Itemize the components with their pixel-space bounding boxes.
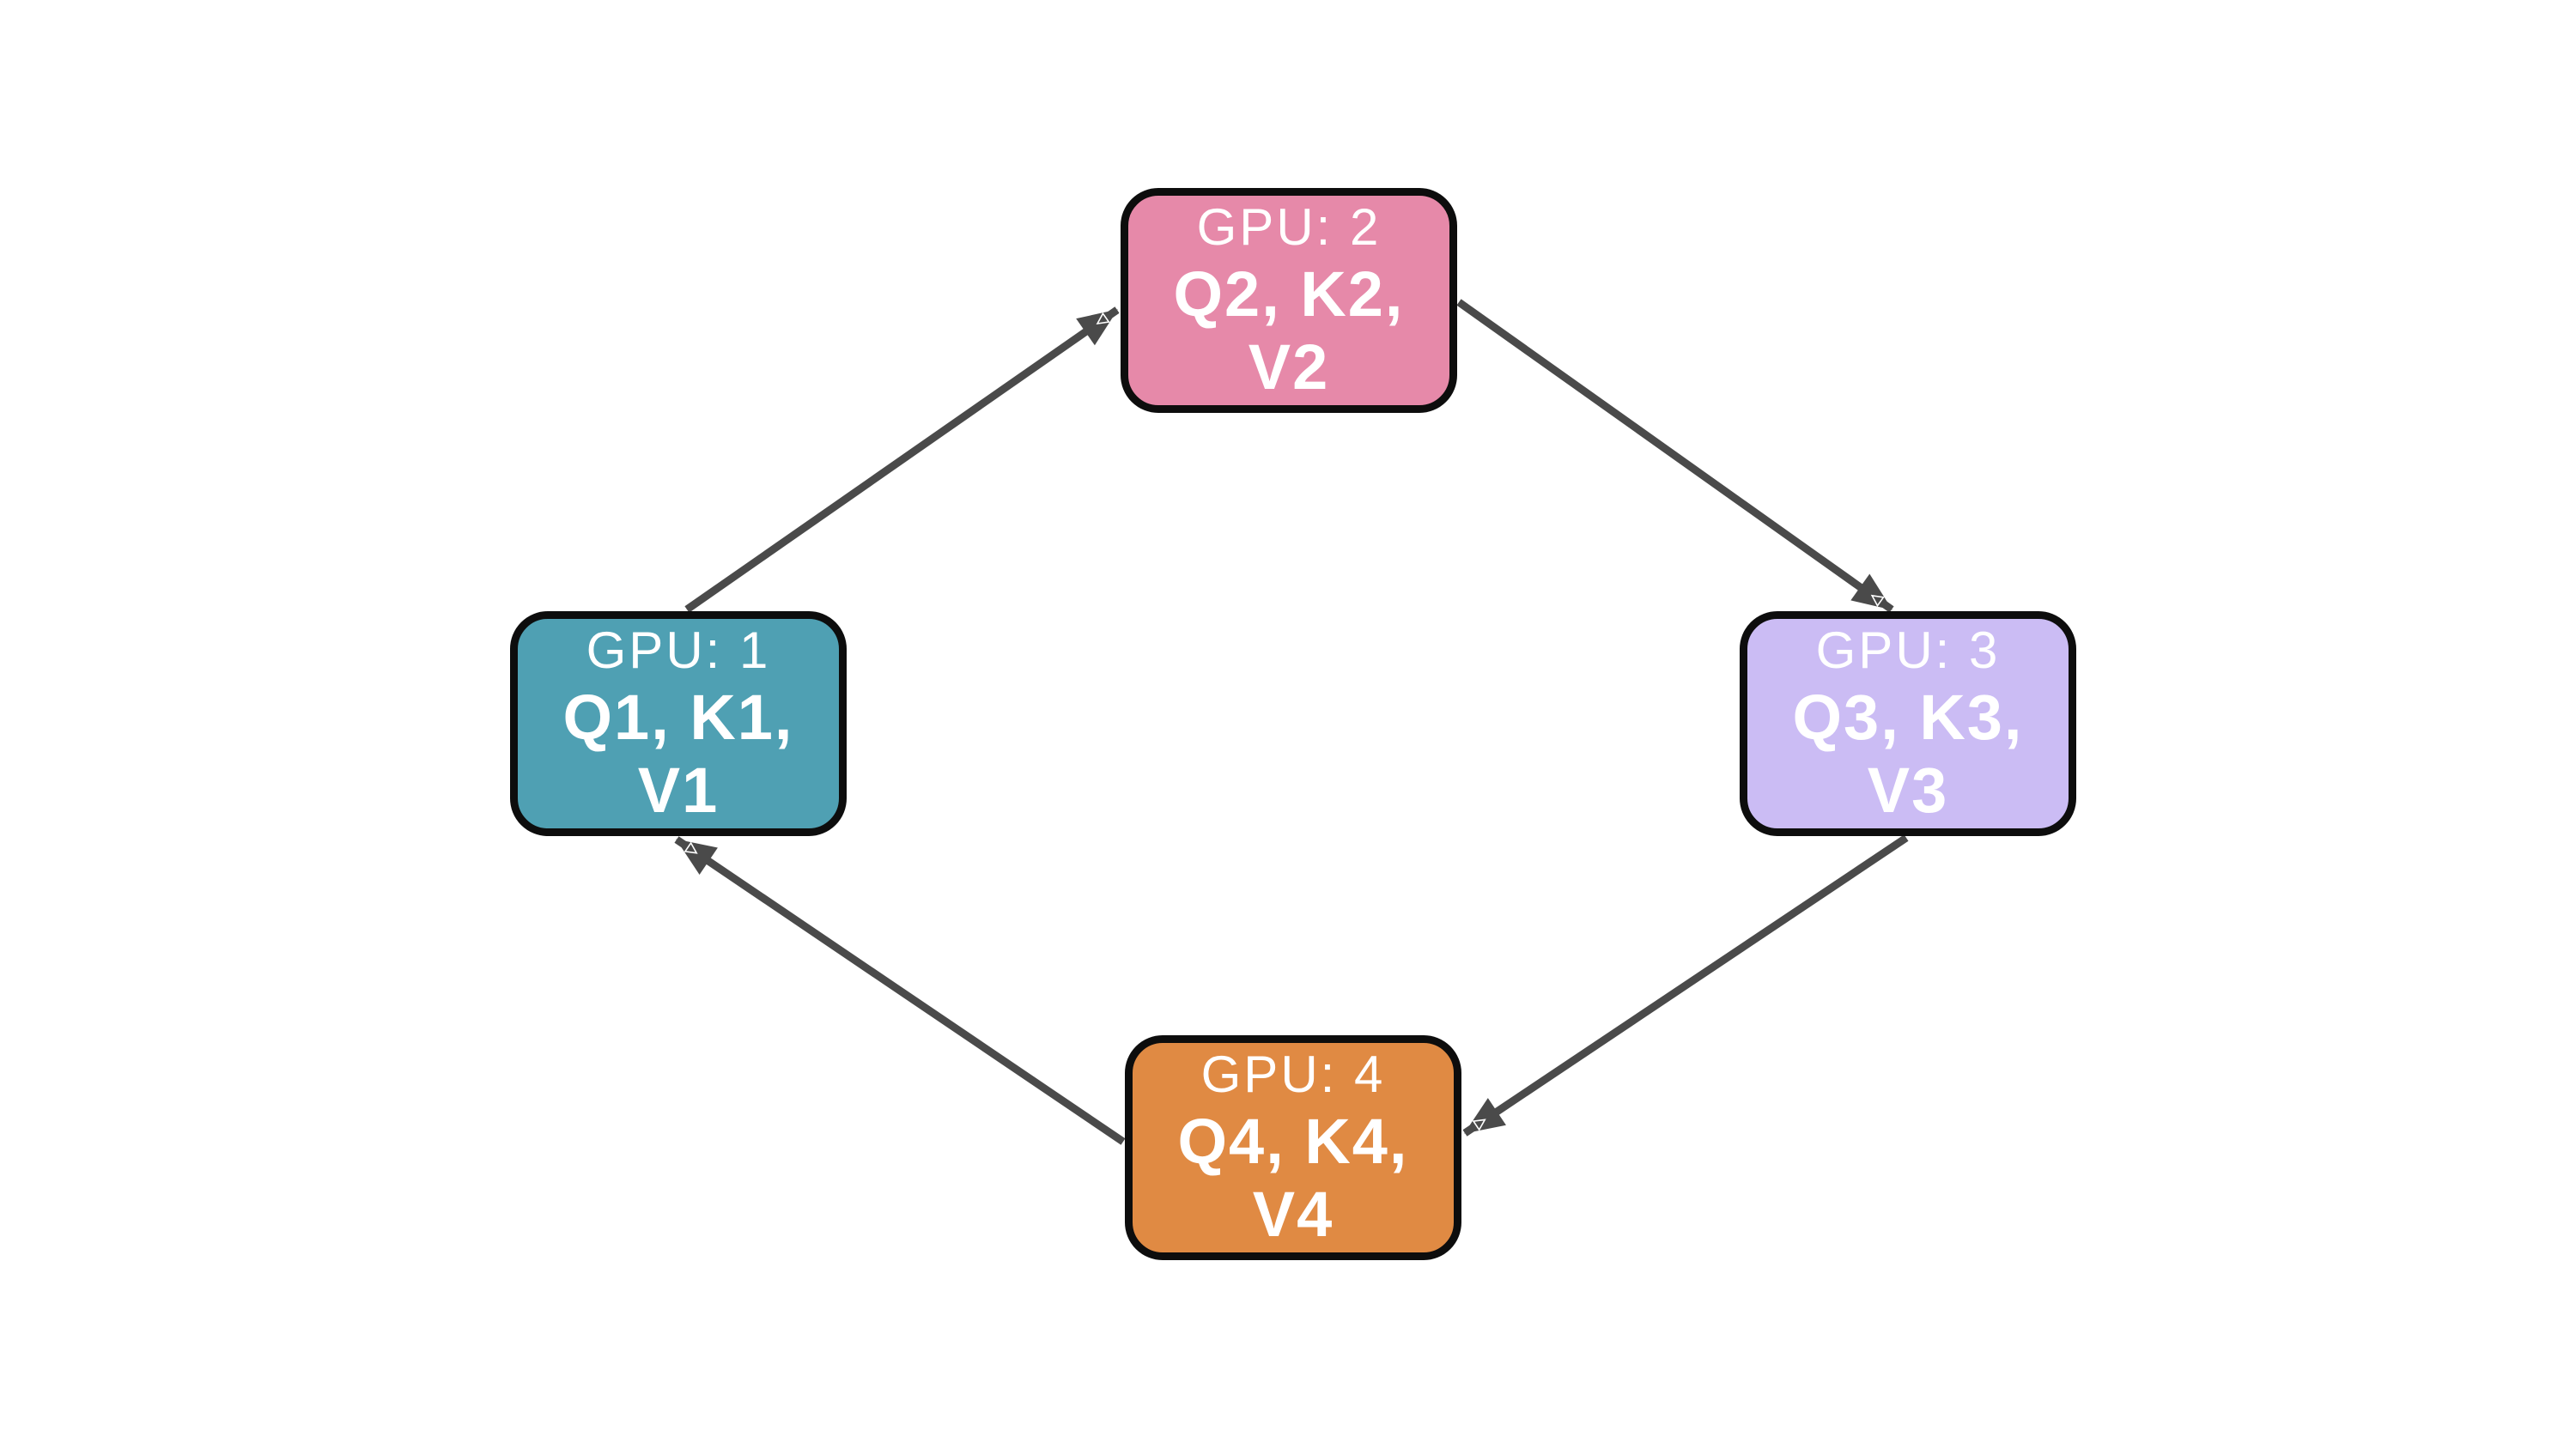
node-gpu4-title: GPU: 4 (1200, 1045, 1386, 1103)
node-gpu1: GPU: 1 Q1, K1, V1 (510, 611, 847, 836)
node-gpu3-detail: Q3, K3, V3 (1792, 682, 2024, 827)
node-gpu3-title: GPU: 3 (1815, 621, 2001, 679)
node-gpu3: GPU: 3 Q3, K3, V3 (1740, 611, 2076, 836)
node-gpu2-title: GPU: 2 (1196, 197, 1382, 256)
edge-gpu3-to-gpu4 (1462, 834, 1909, 1137)
node-gpu2-detail: Q2, K2, V2 (1173, 258, 1405, 403)
edge-gpu4-to-gpu1 (674, 836, 1126, 1145)
node-gpu1-detail: Q1, K1, V1 (562, 682, 794, 827)
node-gpu4-detail: Q4, K4, V4 (1177, 1106, 1409, 1251)
edge-gpu2-to-gpu3 (1456, 299, 1894, 613)
edge-gpu1-to-gpu2 (684, 306, 1120, 613)
node-gpu2: GPU: 2 Q2, K2, V2 (1121, 188, 1457, 413)
node-gpu1-title: GPU: 1 (586, 621, 771, 679)
node-gpu4: GPU: 4 Q4, K4, V4 (1125, 1035, 1461, 1260)
